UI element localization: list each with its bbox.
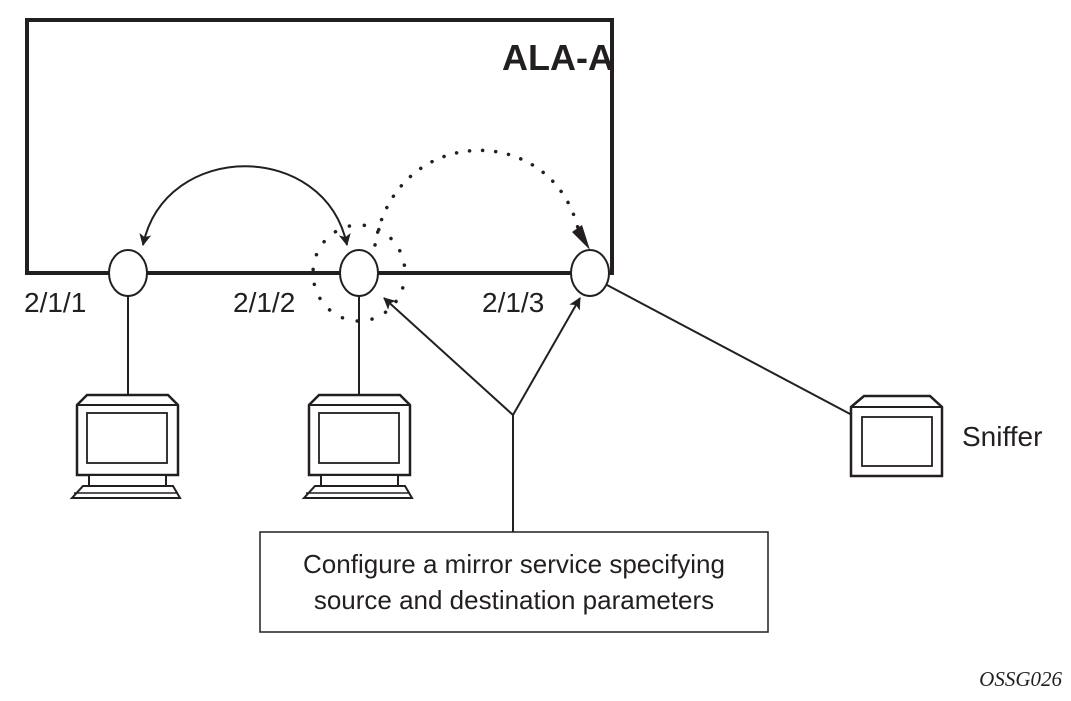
sniffer-label: Sniffer	[962, 421, 1042, 452]
traffic-flow-arc	[139, 165, 351, 246]
router-box	[25, 18, 614, 275]
port-label-2-1-2: 2/1/2	[233, 287, 295, 318]
callout-pointer-destination	[512, 297, 581, 416]
callout-text-line-1: Configure a mirror service specifying	[303, 549, 725, 579]
port-label-2-1-1: 2/1/1	[24, 287, 86, 318]
port-2-1-1	[108, 249, 148, 297]
port-2-1-2	[339, 249, 379, 297]
callout-text-line-2: source and destination parameters	[314, 585, 714, 615]
callout-box	[259, 531, 769, 633]
computer-icon	[69, 393, 182, 499]
figure-id: OSSG026	[979, 667, 1062, 691]
computer-icon	[301, 393, 414, 499]
router-name: ALA-A	[502, 37, 614, 78]
mirror-flow-arrowhead	[572, 225, 590, 250]
port-label-2-1-3: 2/1/3	[482, 287, 544, 318]
sniffer-monitor-icon	[849, 394, 944, 478]
callout-pointer-source	[383, 297, 514, 416]
mirror-flow-arc	[373, 148, 582, 247]
link-sniffer	[606, 284, 853, 416]
port-2-1-3	[570, 249, 610, 297]
